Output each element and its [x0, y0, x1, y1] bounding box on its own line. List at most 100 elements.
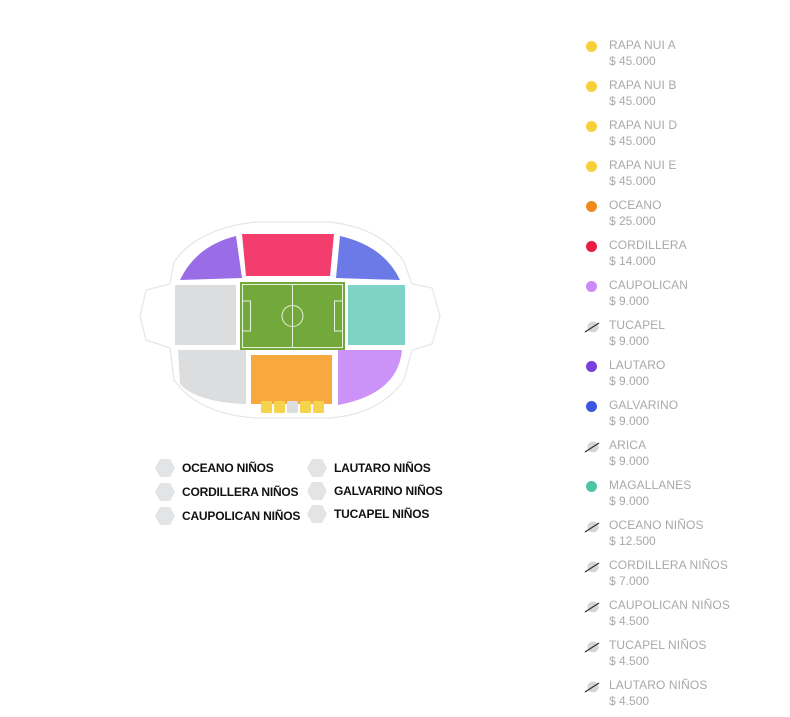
kids-section-label: OCEANO NIÑOS [182, 461, 274, 475]
section-price: $ 45.000 [609, 174, 656, 188]
sold-out-icon [584, 681, 600, 693]
price-list-item[interactable]: TUCAPEL NIÑOS $ 4.500 [583, 638, 783, 674]
dot-icon [586, 241, 597, 252]
price-list-item[interactable]: OCEANO $ 25.000 [583, 198, 783, 234]
section-price: $ 45.000 [609, 54, 656, 68]
section-price: $ 4.500 [609, 654, 650, 668]
price-list-item[interactable]: TUCAPEL $ 9.000 [583, 318, 783, 354]
stadium-map [139, 221, 441, 419]
price-list-item[interactable]: GALVARINO $ 9.000 [583, 398, 783, 434]
dot-icon [586, 401, 597, 412]
section-name: OCEANO NIÑOS [609, 518, 704, 532]
dot-icon [586, 201, 597, 212]
section-price: $ 9.000 [609, 454, 650, 468]
sold-out-icon [584, 641, 600, 653]
section-south-east[interactable] [338, 350, 402, 405]
kids-section-item[interactable]: TUCAPEL NIÑOS [307, 504, 429, 524]
section-price: $ 4.500 [609, 694, 650, 708]
price-list-item[interactable]: LAUTARO $ 9.000 [583, 358, 783, 394]
section-name: CAUPOLICAN NIÑOS [609, 598, 730, 612]
price-list-item[interactable]: LAUTARO NIÑOS $ 4.500 [583, 678, 783, 714]
price-list-item[interactable]: RAPA NUI D $ 45.000 [583, 118, 783, 154]
section-name: LAUTARO [609, 358, 666, 372]
section-name: RAPA NUI E [609, 158, 677, 172]
dot-icon [586, 41, 597, 52]
sold-out-icon [584, 521, 600, 533]
section-name: RAPA NUI D [609, 118, 678, 132]
dot-icon [586, 281, 597, 292]
section-west-bottom[interactable] [178, 350, 246, 404]
price-list-item[interactable]: CORDILLERA $ 14.000 [583, 238, 783, 274]
section-north-center[interactable] [242, 234, 334, 276]
section-price: $ 25.000 [609, 214, 656, 228]
section-name: RAPA NUI A [609, 38, 676, 52]
section-price: $ 9.000 [609, 294, 650, 308]
dot-icon [586, 361, 597, 372]
section-name: LAUTARO NIÑOS [609, 678, 708, 692]
section-name: CAUPOLICAN [609, 278, 689, 292]
section-name: TUCAPEL [609, 318, 666, 332]
section-south-box-3[interactable] [287, 401, 298, 413]
kids-section-item[interactable]: LAUTARO NIÑOS [307, 458, 431, 478]
section-south-box-5[interactable] [313, 401, 324, 413]
sold-out-icon [584, 321, 600, 333]
section-name: MAGALLANES [609, 478, 692, 492]
price-list-item[interactable]: RAPA NUI E $ 45.000 [583, 158, 783, 194]
section-name: CORDILLERA NIÑOS [609, 558, 728, 572]
section-price: $ 14.000 [609, 254, 656, 268]
section-price: $ 9.000 [609, 374, 650, 388]
dot-icon [586, 81, 597, 92]
hexagon-icon [307, 505, 327, 523]
hexagon-icon [155, 483, 175, 501]
section-south-box-1[interactable] [261, 401, 272, 413]
kids-section-item[interactable]: OCEANO NIÑOS [155, 458, 274, 478]
section-price: $ 12.500 [609, 534, 656, 548]
price-list-item[interactable]: RAPA NUI A $ 45.000 [583, 38, 783, 74]
section-name: GALVARINO [609, 398, 679, 412]
section-south-center[interactable] [251, 355, 332, 404]
section-name: RAPA NUI B [609, 78, 677, 92]
section-price: $ 7.000 [609, 574, 650, 588]
price-list-item[interactable]: CAUPOLICAN $ 9.000 [583, 278, 783, 314]
section-price: $ 9.000 [609, 414, 650, 428]
kids-section-item[interactable]: GALVARINO NIÑOS [307, 481, 443, 501]
section-price: $ 45.000 [609, 94, 656, 108]
section-north-east[interactable] [336, 236, 400, 280]
section-price: $ 4.500 [609, 614, 650, 628]
kids-section-label: LAUTARO NIÑOS [334, 461, 431, 475]
kids-section-label: TUCAPEL NIÑOS [334, 507, 430, 521]
section-west-top[interactable] [175, 285, 236, 345]
pitch [240, 282, 345, 350]
section-name: TUCAPEL NIÑOS [609, 638, 707, 652]
dot-icon [586, 481, 597, 492]
dot-icon [586, 121, 597, 132]
section-price: $ 45.000 [609, 134, 656, 148]
price-list-item[interactable]: MAGALLANES $ 9.000 [583, 478, 783, 514]
section-north-west[interactable] [180, 236, 242, 280]
hexagon-icon [155, 507, 175, 525]
section-south-box-4[interactable] [300, 401, 311, 413]
hexagon-icon [307, 482, 327, 500]
price-list-item[interactable]: RAPA NUI B $ 45.000 [583, 78, 783, 114]
kids-section-item[interactable]: CORDILLERA NIÑOS [155, 482, 299, 502]
hexagon-icon [307, 459, 327, 477]
section-price: $ 9.000 [609, 494, 650, 508]
kids-section-label: CORDILLERA NIÑOS [182, 485, 299, 499]
price-list-item[interactable]: CORDILLERA NIÑOS $ 7.000 [583, 558, 783, 594]
kids-section-label: CAUPOLICAN NIÑOS [182, 509, 301, 523]
kids-section-label: GALVARINO NIÑOS [334, 484, 443, 498]
sold-out-icon [584, 441, 600, 453]
price-list-item[interactable]: OCEANO NIÑOS $ 12.500 [583, 518, 783, 554]
kids-section-item[interactable]: CAUPOLICAN NIÑOS [155, 506, 300, 526]
section-east[interactable] [348, 285, 405, 345]
section-price: $ 9.000 [609, 334, 650, 348]
section-south-box-2[interactable] [274, 401, 285, 413]
price-list-item[interactable]: CAUPOLICAN NIÑOS $ 4.500 [583, 598, 783, 634]
sold-out-icon [584, 561, 600, 573]
section-name: ARICA [609, 438, 647, 452]
sold-out-icon [584, 601, 600, 613]
price-list-item[interactable]: ARICA $ 9.000 [583, 438, 783, 474]
dot-icon [586, 161, 597, 172]
section-name: CORDILLERA [609, 238, 687, 252]
section-name: OCEANO [609, 198, 662, 212]
